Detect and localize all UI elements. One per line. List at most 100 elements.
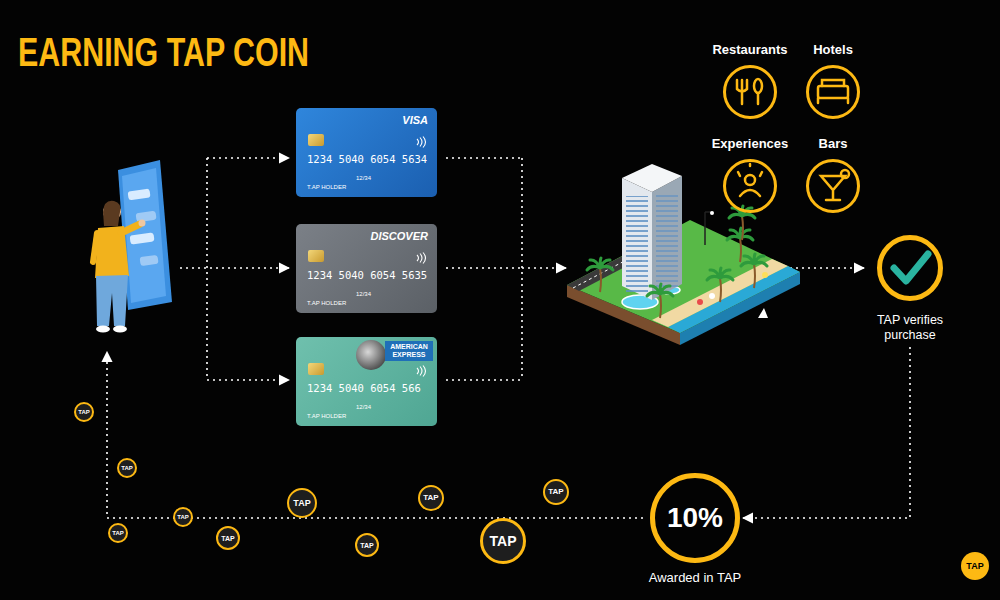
- illustration-rect: [128, 189, 151, 201]
- illustration-polygon: [622, 164, 682, 192]
- centurion-portrait: [356, 340, 386, 370]
- illustration-path: [790, 267, 864, 269]
- card-chip: [308, 363, 324, 375]
- contactless-symbol: [415, 252, 427, 264]
- illustration-path: [417, 253, 426, 264]
- illustration-use: [587, 258, 613, 292]
- illustration-polygon: [567, 220, 800, 333]
- hotel-illustration: [567, 164, 800, 345]
- illustration-path: [737, 80, 747, 104]
- illustration-path: [821, 176, 845, 200]
- card-number: 1234 5040 6054 5634: [307, 153, 427, 165]
- illustration-path: [740, 190, 760, 196]
- illustration-rect: [130, 232, 155, 244]
- tap-coin: TAP: [418, 485, 444, 511]
- illustration-path: [93, 233, 97, 262]
- tap-logo: TAP: [961, 552, 989, 580]
- illustration-path: [417, 366, 426, 377]
- flow-connector: [743, 347, 910, 518]
- illustration-circle: [697, 299, 703, 305]
- illustration-path: [207, 379, 289, 381]
- illustration-rect: [656, 192, 678, 288]
- illustration-rect: [818, 86, 848, 98]
- illustration-path: [757, 93, 760, 104]
- illustration-polygon: [622, 178, 652, 300]
- illustration-path: [206, 158, 208, 380]
- tap-coin: TAP: [287, 488, 317, 518]
- illustration-path: [818, 80, 848, 103]
- card-expiry: 12/34: [356, 291, 371, 298]
- illustration-polygon: [668, 266, 800, 333]
- illustration-circle: [709, 293, 715, 299]
- card-chip: [308, 250, 324, 262]
- illustration-circle: [762, 272, 768, 278]
- category-circle: [723, 159, 777, 213]
- illustration-path: [758, 308, 768, 318]
- category-node: Restaurants: [700, 42, 800, 119]
- tap-coin: TAP: [173, 507, 193, 527]
- illustration-polygon: [96, 275, 128, 326]
- illustration-path: [705, 212, 712, 245]
- card-holder: T.AP HOLDER: [307, 413, 346, 420]
- illustration-path: [738, 164, 762, 176]
- tap-coin: TAP: [216, 526, 240, 550]
- illustration-use: [647, 284, 673, 318]
- card-holder: T.AP HOLDER: [307, 184, 346, 191]
- person-with-phone: [93, 160, 172, 333]
- category-node: Hotels: [783, 42, 883, 119]
- contactless-symbol: [415, 136, 427, 148]
- verify-circle: [877, 235, 943, 301]
- card-chip: [308, 134, 324, 146]
- illustration-path: [121, 224, 140, 233]
- credit-card: VISA1234 5040 6054 563412/34T.AP HOLDER: [296, 108, 437, 197]
- tap-coin: TAP: [74, 402, 94, 422]
- card-number: 1234 5040 6054 566: [307, 382, 421, 394]
- credit-card: DISCOVER1234 5040 6054 563512/34T.AP HOL…: [296, 224, 437, 313]
- category-circle: [806, 159, 860, 213]
- illustration-ellipse: [96, 326, 110, 333]
- category-label: Hotels: [783, 42, 883, 58]
- card-brand: DISCOVER: [371, 230, 428, 242]
- illustration-path: [180, 267, 289, 269]
- reward-label: Awarded in TAP: [635, 570, 755, 586]
- illustration-use: [741, 254, 767, 288]
- illustration-rect: [140, 255, 159, 266]
- verify-node: TAP verifies purchase: [855, 235, 965, 343]
- illustration-circle: [841, 170, 849, 178]
- illustration-path: [446, 158, 522, 380]
- illustration-circle: [745, 175, 755, 185]
- tap-coin: TAP: [117, 458, 137, 478]
- illustration-path: [103, 201, 120, 226]
- tap-coin: TAP: [355, 533, 379, 557]
- category-node: Bars: [783, 136, 883, 213]
- card-number: 1234 5040 6054 5635: [307, 269, 427, 281]
- category-circle: [806, 65, 860, 119]
- card-brand: AMERICAN EXPRESS: [385, 341, 433, 361]
- reward-percent: 10%: [667, 502, 723, 534]
- illustration-polygon: [652, 176, 682, 300]
- check-mark: [894, 254, 928, 281]
- credit-card: AMERICAN EXPRESS 1234 5040 6054 566 12/34T…: [296, 337, 437, 426]
- title: EARNING TAP COIN: [18, 30, 309, 74]
- tap-coin: TAP: [480, 518, 526, 564]
- illustration-polygon: [122, 168, 166, 303]
- category-label: Restaurants: [700, 42, 800, 58]
- card-brand: VISA: [402, 114, 428, 126]
- card-expiry: 12/34: [356, 404, 371, 411]
- illustration-circle: [139, 220, 146, 227]
- illustration-use: [707, 268, 733, 302]
- category-node: Experiences: [700, 136, 800, 213]
- tap-coin: TAP: [108, 523, 128, 543]
- contactless-symbol: [415, 365, 427, 377]
- illustration-path: [522, 267, 566, 269]
- category-label: Bars: [783, 136, 883, 152]
- illustration-circle: [710, 211, 714, 215]
- illustration-rect: [626, 196, 648, 292]
- verify-label: TAP verifies purchase: [855, 313, 965, 343]
- category-circle: [723, 65, 777, 119]
- tap-coin: TAP: [543, 479, 569, 505]
- reward-node: 10% Awarded in TAP: [635, 473, 755, 586]
